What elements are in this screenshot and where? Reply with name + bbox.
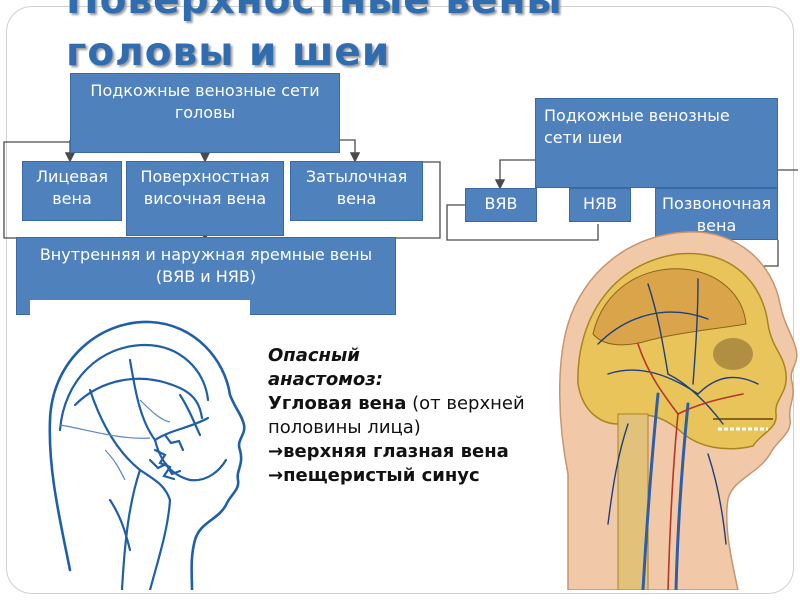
dangerous-anastomosis-note: Опасный анастомоз: Угловая вена (от верх… [268,344,538,488]
note-heading-line2: анастомоз: [268,368,538,392]
head-neck-anatomy [548,224,800,590]
temporal-vein-box: Поверхностная височная вена [126,161,284,236]
occipital-vein-box: Затылочная вена [290,161,423,221]
internal-jugular-label: ВЯВ [466,189,536,219]
jugular-veins-label: Внутренняя и наружная яремные вены (ВЯВ … [17,238,395,294]
note-pathway: →верхняя глазная вена →пещеристый синус [268,440,538,488]
facial-vein-box: Лицевая вена [22,161,122,221]
occipital-vein-label: Затылочная вена [291,162,422,214]
temporal-vein-label: Поверхностная височная вена [127,162,283,214]
note-heading-line1: Опасный [268,344,538,368]
external-jugular-box: НЯВ [569,188,631,222]
arrow-head-to-occipital [340,140,355,160]
note-angular-vein: Угловая вена [268,393,406,414]
internal-jugular-box: ВЯВ [465,188,537,222]
head-vein-sketch [30,300,250,590]
head-venous-network-box: Подкожные венозные сети головы [70,73,340,153]
facial-vein-label: Лицевая вена [23,162,121,214]
neck-venous-network-label: Подкожные венозные сети шеи [536,99,777,155]
neck-venous-network-box: Подкожные венозные сети шеи [535,98,778,188]
external-jugular-label: НЯВ [570,189,630,219]
head-venous-network-label: Подкожные венозные сети головы [71,74,339,130]
